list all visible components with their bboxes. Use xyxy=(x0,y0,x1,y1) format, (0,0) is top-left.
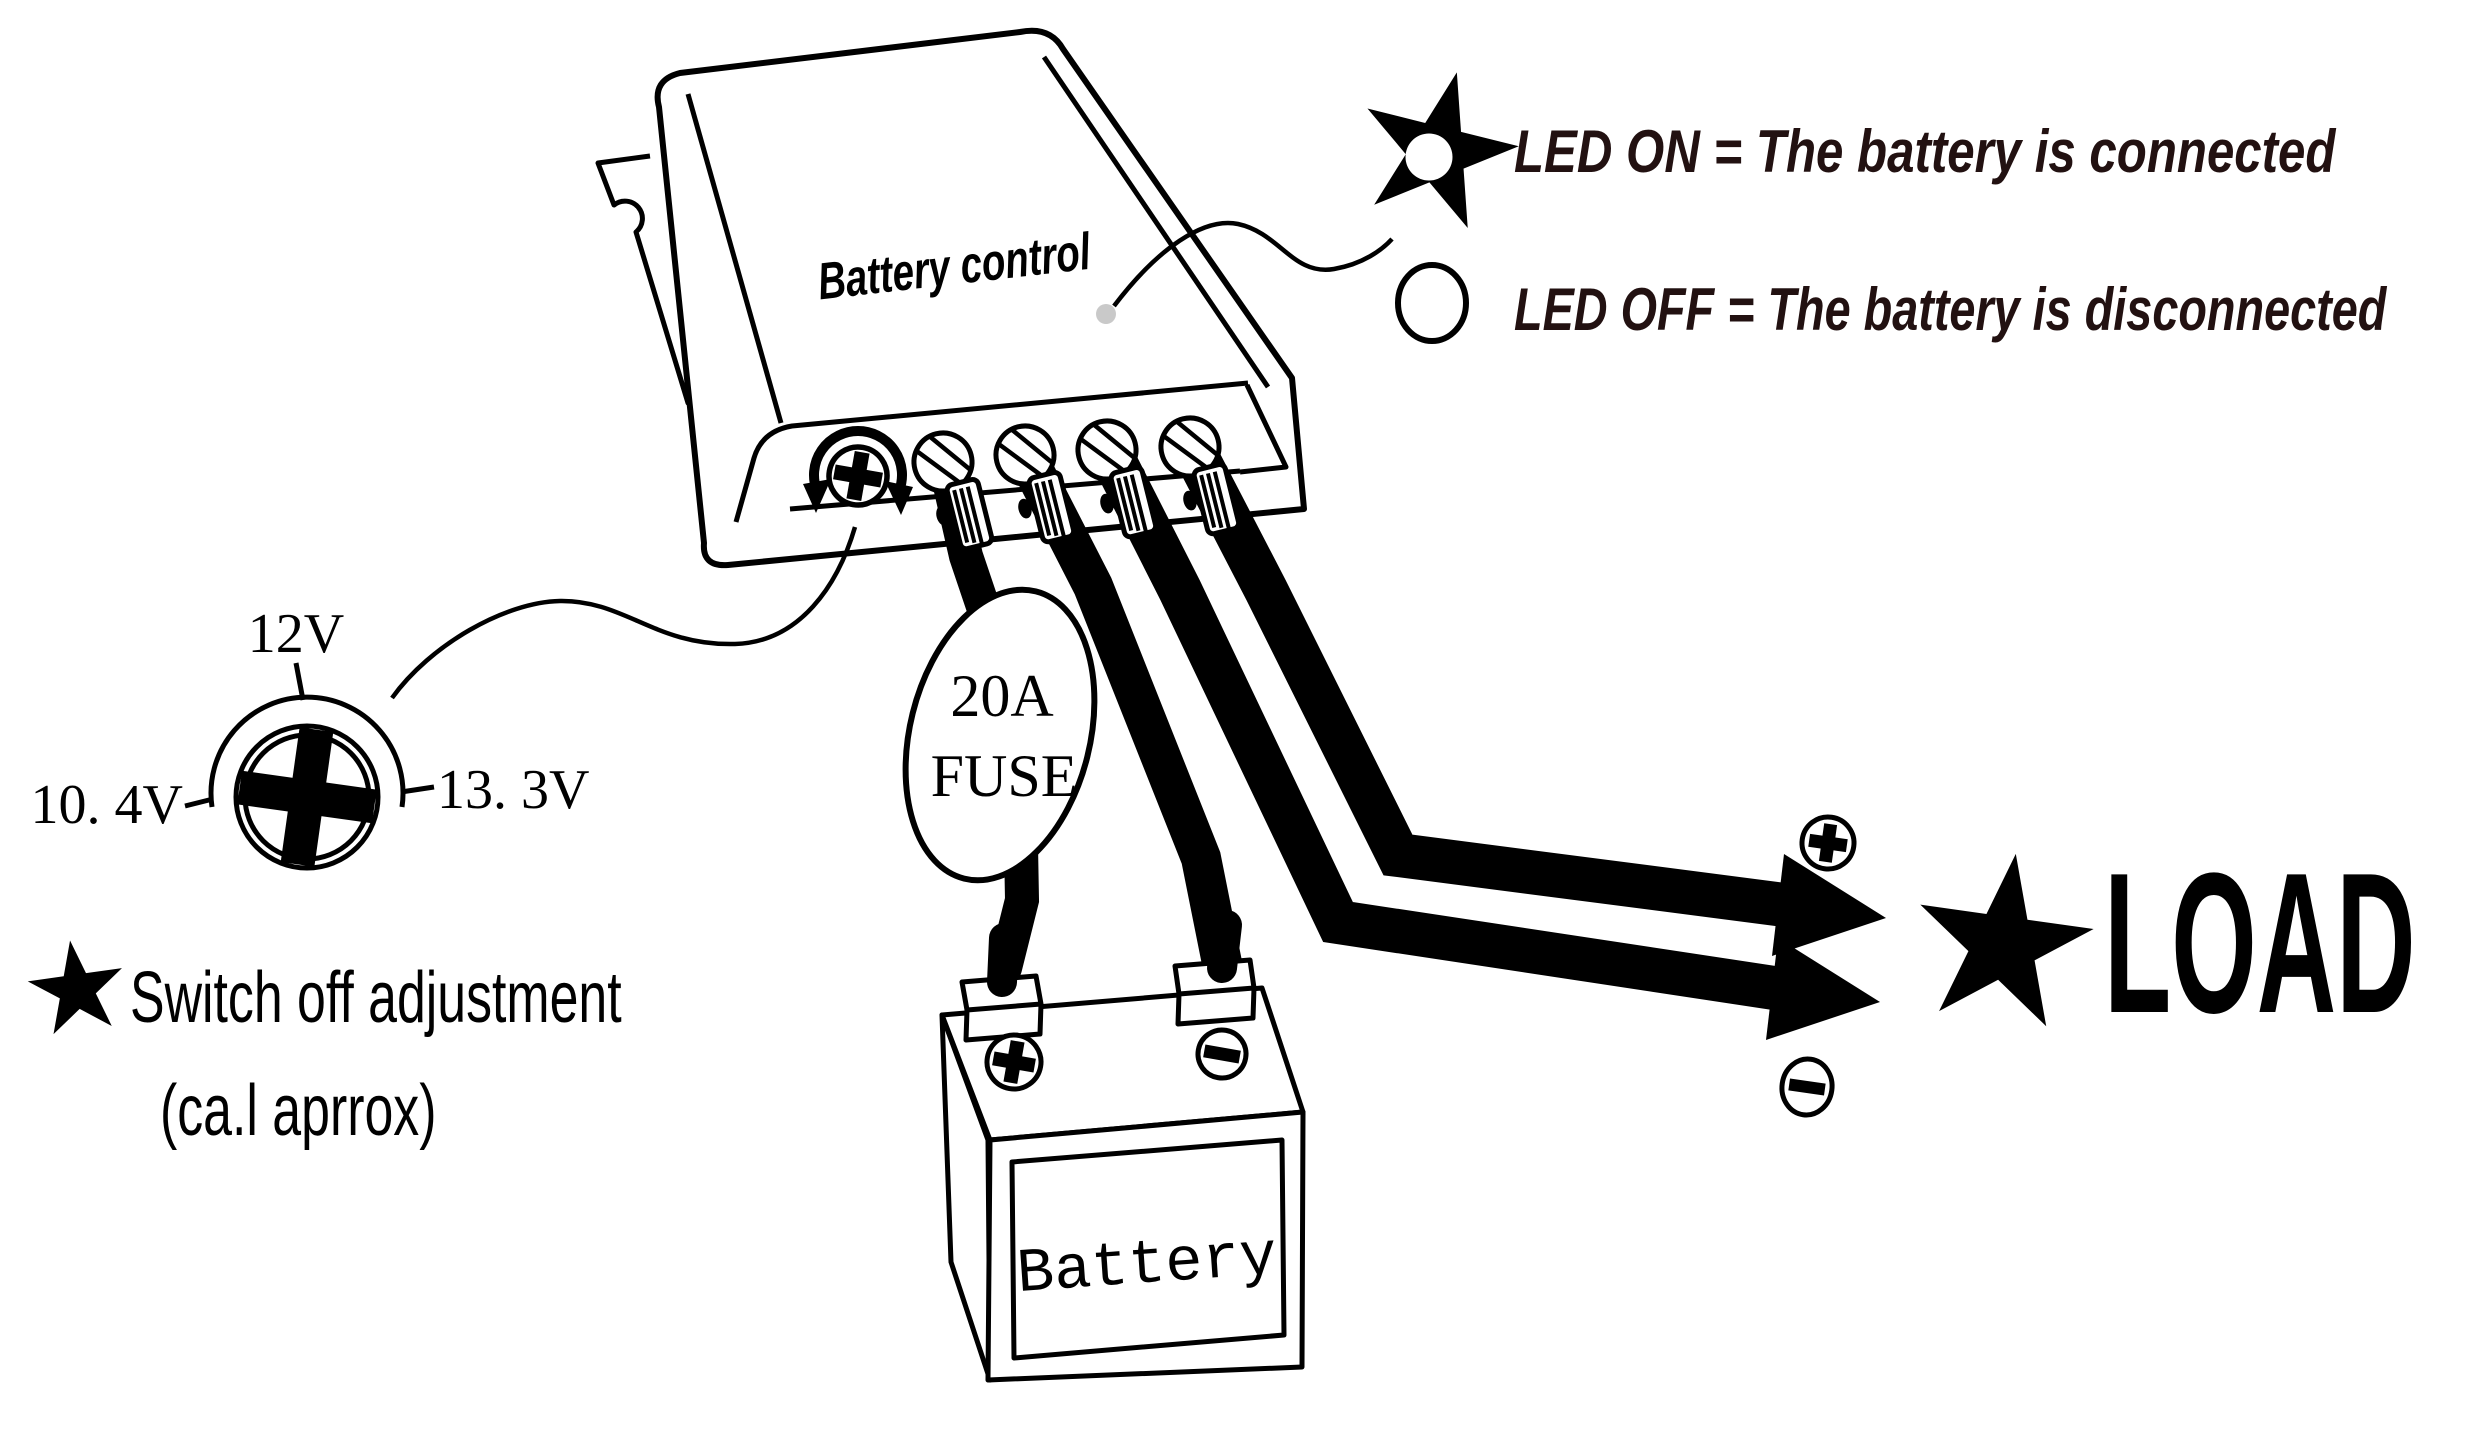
fuse: 20A FUSE xyxy=(902,586,1098,884)
rotation-arrowhead-right-icon xyxy=(885,481,913,515)
load-star-icon xyxy=(1906,841,2103,1031)
wire-tip-positive xyxy=(987,923,1019,997)
led-pointer-curve xyxy=(1112,220,1394,308)
fuse-rating: 20A xyxy=(950,663,1053,729)
dial-scale-arc xyxy=(208,694,406,808)
legend-led-off-text: LED OFF = The battery is disconnected xyxy=(1514,276,2387,343)
dial-label-top: 12V xyxy=(248,603,344,665)
star-led-on-hole xyxy=(1405,133,1453,181)
edge-left-inner xyxy=(685,93,784,424)
load-negative-icon xyxy=(1779,1056,1835,1118)
battery-positive-icon xyxy=(984,1032,1044,1092)
dial-leader-left xyxy=(184,796,214,809)
note-star-icon xyxy=(22,933,130,1037)
circle-led-off-icon xyxy=(1395,262,1469,344)
panel-corner-sliver xyxy=(1239,383,1289,475)
adjustment-screw xyxy=(803,426,913,515)
terminal-2 xyxy=(993,423,1077,545)
battery-control-unit: Battery control xyxy=(595,27,1307,569)
terminal-1 xyxy=(911,430,995,552)
fuse-label: FUSE xyxy=(931,743,1078,809)
rotation-arrow-arc-icon xyxy=(809,426,907,493)
battery-front-face xyxy=(985,1109,1306,1383)
dial-screw-cross-icon xyxy=(237,727,377,867)
battery: Battery xyxy=(939,910,1306,1383)
led-legend: LED ON = The battery is connected LED OF… xyxy=(1345,53,2387,344)
note-line1: Switch off adjustment xyxy=(130,958,622,1038)
load-label: LOAD xyxy=(2104,832,2416,1055)
dial-leader-right xyxy=(400,784,435,795)
dial-label-left: 10. 4V xyxy=(31,774,183,836)
legend-led-on-text: LED ON = The battery is connected xyxy=(1514,117,2337,185)
dial-tick-12v xyxy=(293,662,306,701)
arrow-load-positive-icon xyxy=(1772,854,1886,956)
adjustment-note: Switch off adjustment (ca.l aprrox) xyxy=(22,933,622,1151)
note-line2: (ca.l aprrox) xyxy=(160,1071,436,1151)
battery-label-frame xyxy=(1009,1137,1287,1361)
arrow-load-negative-icon xyxy=(1766,938,1880,1040)
dial-pointer-curve xyxy=(390,526,858,700)
panel-fold-line xyxy=(733,380,1249,523)
power-led-icon xyxy=(1096,304,1116,324)
voltage-dial: 12V 10. 4V 13. 3V xyxy=(31,603,589,871)
dial-label-right: 13. 3V xyxy=(437,759,589,821)
terminal-3 xyxy=(1075,418,1159,540)
output-terminals xyxy=(911,415,1242,552)
fuse-bubble xyxy=(902,586,1098,884)
controller-outline xyxy=(654,27,1307,569)
battery-negative-icon xyxy=(1195,1027,1249,1081)
load: LOAD xyxy=(1779,814,2416,1118)
wire-tip-negative xyxy=(1207,910,1242,983)
rotation-arrowhead-left-icon xyxy=(803,479,831,513)
edge-right-inner xyxy=(1041,55,1271,389)
terminal-4 xyxy=(1158,415,1242,537)
load-positive-icon xyxy=(1799,814,1857,872)
